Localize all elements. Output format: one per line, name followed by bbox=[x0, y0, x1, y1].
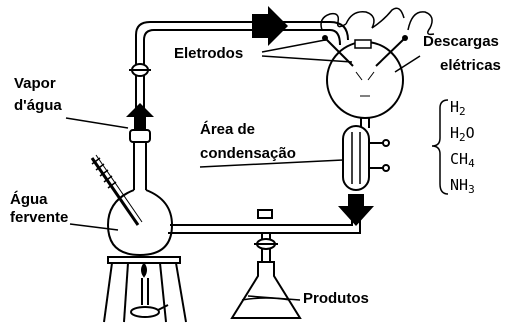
label-produtos: Produtos bbox=[303, 290, 369, 307]
label-descargas-1: Descargas bbox=[423, 33, 499, 50]
label-agua-1: Água bbox=[10, 191, 48, 208]
label-vapor-2: d'água bbox=[14, 97, 62, 114]
leader-lines bbox=[65, 39, 421, 301]
condenser bbox=[342, 125, 390, 191]
gas-ch4: CH4 bbox=[450, 150, 475, 170]
label-agua-2: fervente bbox=[10, 209, 68, 226]
gas-h2o: H2O bbox=[450, 124, 475, 144]
boiling-flask bbox=[90, 129, 185, 257]
label-area-1: Área de bbox=[200, 121, 255, 138]
label-descargas-2: elétricas bbox=[440, 57, 501, 74]
product-flask bbox=[230, 209, 302, 319]
bunsen-burner bbox=[130, 263, 169, 318]
gas-brace bbox=[431, 99, 449, 195]
flow-arrow-top bbox=[252, 6, 288, 46]
stopcock-upper bbox=[129, 63, 151, 77]
gas-h2: H2 bbox=[450, 98, 466, 118]
gas-nh3: NH3 bbox=[450, 176, 475, 196]
label-vapor-1: Vapor bbox=[14, 75, 56, 92]
label-eletrodos: Eletrodos bbox=[174, 45, 243, 62]
tripod-stand bbox=[103, 256, 187, 323]
flow-arrow-down bbox=[338, 194, 374, 226]
flow-arrow-up bbox=[126, 103, 154, 132]
label-area-2: condensação bbox=[200, 145, 296, 162]
spark-chamber bbox=[320, 7, 435, 128]
